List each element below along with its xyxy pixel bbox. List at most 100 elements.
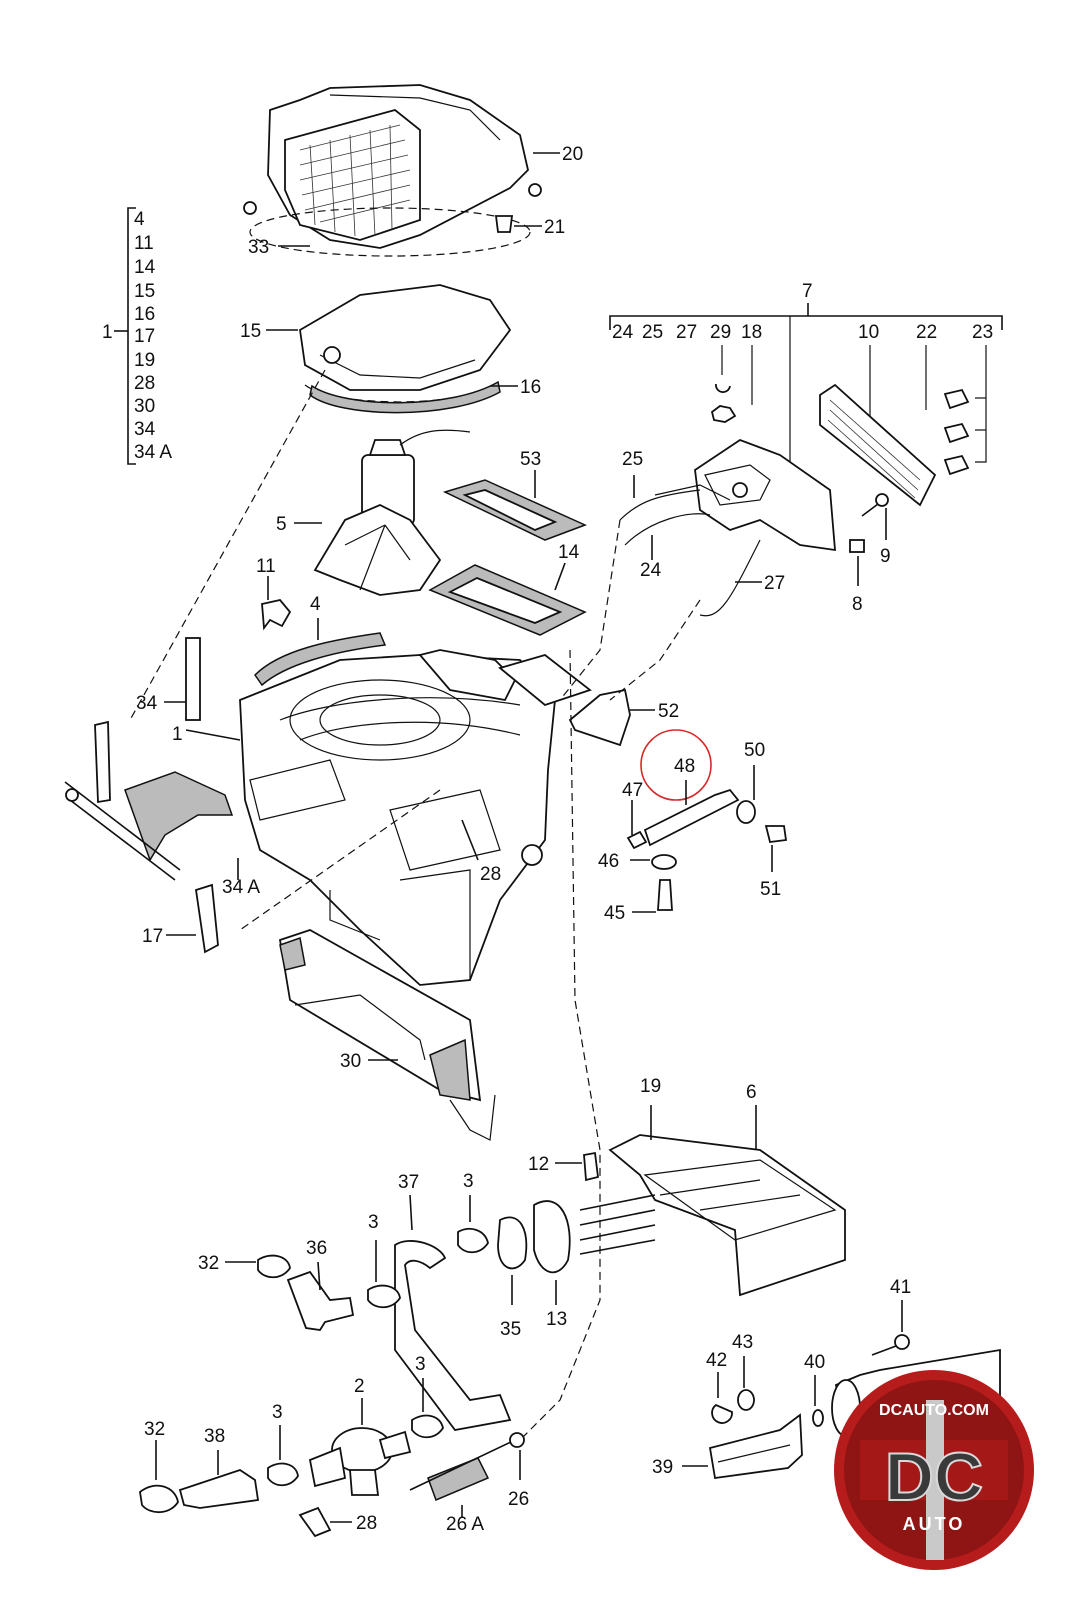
callout-50: 50 — [744, 740, 765, 761]
callout-26: 26 — [508, 1489, 529, 1510]
group-1-item-1: 11 — [134, 233, 154, 254]
callout-20: 20 — [562, 144, 583, 165]
callout-19: 19 — [640, 1076, 661, 1097]
callout-28-bottom: 28 — [356, 1513, 377, 1534]
linkage-rod — [64, 720, 181, 881]
screw-9 — [861, 493, 889, 517]
elbow-hose-36 — [286, 1270, 355, 1331]
callout-3-top: 3 — [463, 1171, 474, 1192]
washer-43 — [737, 1389, 755, 1411]
clip-47 — [626, 830, 648, 850]
logo-mark: DC — [885, 1439, 983, 1515]
callout-2: 2 — [354, 1376, 365, 1397]
group-1-item-6: 19 — [134, 350, 155, 371]
callout-17: 17 — [142, 926, 163, 947]
group-1-item-10: 34 A — [134, 442, 172, 463]
grommet-35 — [497, 1216, 528, 1270]
water-pump-2 — [308, 1427, 412, 1496]
callout-24: 24 — [640, 560, 662, 581]
clip-11 — [261, 599, 292, 631]
callout-28: 28 — [480, 864, 501, 885]
logo-bottom-text: AUTO — [903, 1514, 966, 1534]
flap-34a — [124, 771, 234, 862]
pipes-39 — [708, 1413, 803, 1480]
clamp-3-right — [411, 1414, 444, 1439]
callout-40: 40 — [804, 1352, 825, 1373]
cable-26 — [409, 1432, 525, 1491]
group-1-item-4: 16 — [134, 304, 155, 325]
callout-32-top: 32 — [198, 1253, 219, 1274]
gasket-53 — [442, 479, 587, 541]
callout-53: 53 — [520, 449, 541, 470]
clip-12 — [583, 1151, 599, 1182]
callout-38: 38 — [204, 1426, 225, 1447]
callout-30: 30 — [340, 1051, 361, 1072]
group-1-item-7: 28 — [134, 373, 155, 394]
o-ring-40 — [812, 1409, 824, 1427]
connectors-22-23 — [943, 388, 970, 476]
group-1-item-9: 34 — [134, 419, 156, 440]
callout-34: 34 — [136, 693, 158, 714]
clamp-32-top — [257, 1254, 291, 1279]
group-7-item-23: 23 — [972, 322, 993, 343]
gasket-14 — [428, 564, 587, 636]
group-7-item-29: 29 — [710, 322, 731, 343]
group-7-item-18: 18 — [741, 322, 762, 343]
callout-16: 16 — [520, 377, 541, 398]
callout-46: 46 — [598, 851, 619, 872]
panel-10 — [819, 383, 937, 507]
bolt-41 — [871, 1334, 910, 1356]
clamp-3-left — [267, 1462, 299, 1487]
group-7-item-25: 25 — [642, 322, 663, 343]
callout-15: 15 — [240, 321, 261, 342]
blower-motor-fan — [313, 429, 471, 596]
callout-37: 37 — [398, 1172, 419, 1193]
hose-37 — [394, 1240, 512, 1431]
hose-38 — [178, 1469, 260, 1509]
callout-9: 9 — [880, 546, 891, 567]
grommet-13 — [533, 1200, 571, 1274]
callout-34a: 34 A — [222, 877, 260, 898]
dcauto-logo: DCAUTO.COM DC AUTO — [834, 1370, 1034, 1570]
callout-51: 51 — [760, 879, 781, 900]
group-7-item-22: 22 — [916, 322, 937, 343]
seal-strip-4 — [254, 632, 387, 687]
group-1-item-5: 17 — [134, 326, 155, 347]
callout-39: 39 — [652, 1457, 673, 1478]
callout-45: 45 — [604, 903, 625, 924]
callout-21: 21 — [544, 217, 565, 238]
lower-panel-30 — [278, 929, 496, 1141]
group-1-bracket: 1 4 11 14 15 16 17 19 28 30 34 34 A — [102, 207, 172, 465]
washer-18 — [710, 405, 737, 423]
callout-12: 12 — [528, 1154, 549, 1175]
callout-3-mid: 3 — [368, 1212, 379, 1233]
callout-42: 42 — [706, 1350, 727, 1371]
callout-1: 1 — [172, 724, 183, 745]
bolt-51 — [764, 825, 788, 843]
callout-14: 14 — [558, 542, 580, 563]
clip-28 — [298, 1506, 332, 1538]
highlight-circle-48 — [640, 729, 712, 801]
control-unit-7 — [619, 438, 836, 617]
clip-8 — [849, 539, 865, 553]
callout-6: 6 — [746, 1082, 757, 1103]
clamp-3-top — [457, 1228, 489, 1254]
clamp-32-bottom — [139, 1484, 179, 1514]
callout-1-group: 1 — [102, 322, 113, 343]
clamp-3-mid — [367, 1284, 401, 1309]
blower-grille — [299, 124, 411, 237]
callout-41: 41 — [890, 1277, 911, 1298]
group-1-item-0: 4 — [134, 209, 145, 230]
callout-3-left: 3 — [272, 1402, 283, 1423]
callout-32-bottom: 32 — [144, 1419, 165, 1440]
callout-8: 8 — [852, 594, 863, 615]
callout-52: 52 — [658, 701, 679, 722]
callout-5: 5 — [276, 514, 287, 535]
assembly-lines — [129, 369, 701, 1441]
callout-35: 35 — [500, 1319, 521, 1340]
bracket-34 — [185, 637, 201, 721]
group-7-bracket: 7 24 25 27 29 18 10 22 23 — [609, 281, 1003, 470]
callout-36: 36 — [306, 1238, 327, 1259]
main-heater-housing — [239, 649, 592, 986]
